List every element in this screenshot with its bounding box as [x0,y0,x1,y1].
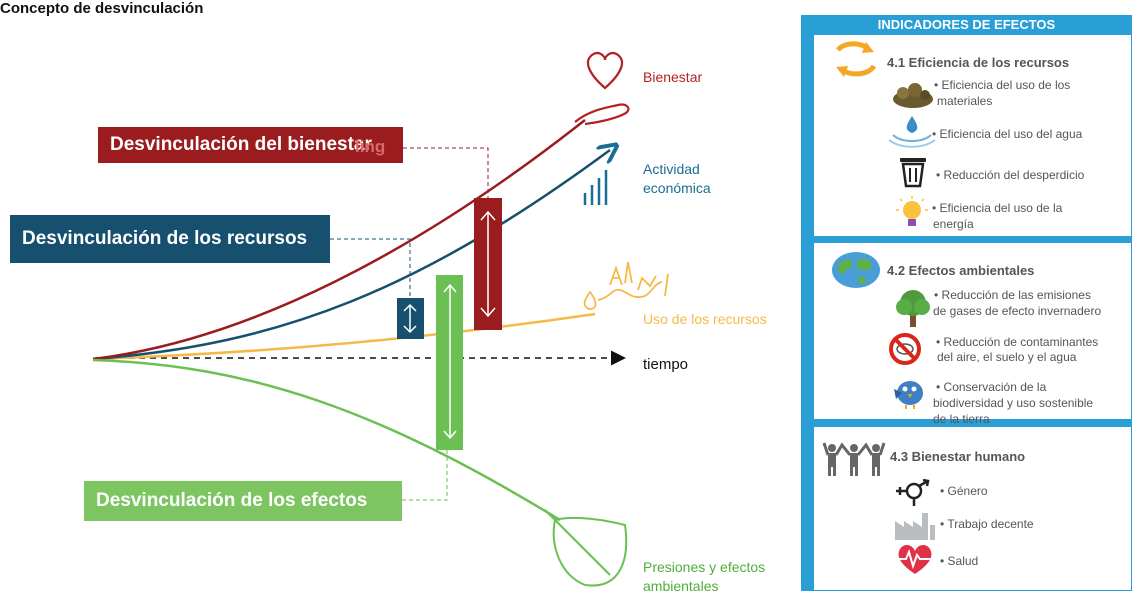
indicator-item-continuation: de la tierra [933,412,990,426]
section-resource-efficiency: 4.1 Eficiencia de los recursos • Eficien… [814,35,1131,236]
indicator-item: • Trabajo decente [940,517,1034,531]
indicator-item: • Salud [940,554,979,568]
gender-symbol-icon [896,479,930,506]
materials-pile-icon [893,83,933,108]
no-pollution-icon [889,333,921,365]
panel-header: INDICADORES DE EFECTOS [877,17,1056,32]
water-drop-icon [888,116,936,148]
earth-globe-icon [832,252,880,288]
resources-curve [92,312,596,361]
trash-bin-icon [900,158,926,188]
indicator-item-continuation: del aire, el suelo y el agua [937,350,1077,364]
economic-activity-curve [92,150,610,361]
resources-icon [583,261,669,310]
pressures-curve [92,358,561,522]
pressures-curve-label: Presiones y efectos ambientales [643,559,766,594]
bird-icon [894,381,923,409]
light-bulb-icon [896,196,928,226]
indicator-item-continuation: materiales [937,94,993,108]
wellbeing-curve [92,119,586,361]
section-title: 4.3 Bienestar humano [890,449,1026,464]
tree-icon [896,290,930,327]
effects-decoupling-label: Desvinculación de los efectos [96,490,368,511]
effects-indicators-panel: INDICADORES DE EFECTOS 4.1 Eficiencia de… [801,15,1132,591]
decoupling-diagram [92,52,669,587]
indicator-item-continuation: biodiversidad y uso sostenible [933,396,1094,410]
resources-decoupling-label: Desvinculación de los recursos [22,228,308,249]
heart-pulse-icon [897,545,933,574]
section-title: 4.2 Efectos ambientales [887,263,1035,278]
bar-chart-icon [583,170,608,205]
indicator-item: • Eficiencia del uso de la [932,201,1063,215]
people-group-icon [822,442,886,476]
indicator-item-continuation: energía [933,217,974,231]
resources-curve-label: Uso de los recursos [643,311,767,327]
leaf-icon [544,509,628,587]
overlapping-text-fragment: ling [355,137,386,156]
resources-decoupling-banner: Desvinculación de los recursos [10,215,330,263]
wellbeing-decoupling-banner: Desvinculación del bienestar [98,127,403,163]
indicator-item-continuation: de gases de efecto invernadero [933,304,1102,318]
indicator-item: • Eficiencia del uso de los [934,78,1071,92]
wellbeing-curve-label: Bienestar [643,69,703,85]
factory-icon [895,513,935,540]
indicator-item: • Género [940,484,988,498]
indicator-item: • Eficiencia del uso del agua [932,127,1083,141]
recycle-arrows-icon [836,41,877,77]
indicator-item: • Reducción del desperdicio [936,168,1085,182]
time-axis-label: tiempo [643,356,689,373]
indicator-item: • Reducción de contaminantes [936,335,1099,349]
heart-hand-icon [574,52,630,126]
section-environmental-effects: 4.2 Efectos ambientales • Reducción de l… [814,243,1131,426]
wellbeing-decoupling-label: Desvinculación del bienestar [110,134,372,155]
diagram-title: Concepto de desvinculación [0,0,204,17]
section-human-wellbeing: 4.3 Bienestar humano • Género • Trabajo … [814,427,1131,590]
indicator-item: • Reducción de las emisiones [934,288,1091,302]
economic-activity-label: Actividad económica [643,161,711,196]
section-title: 4.1 Eficiencia de los recursos [887,55,1070,70]
effects-decoupling-banner: Desvinculación de los efectos [84,481,402,521]
indicator-item: • Conservación de la [936,380,1047,394]
